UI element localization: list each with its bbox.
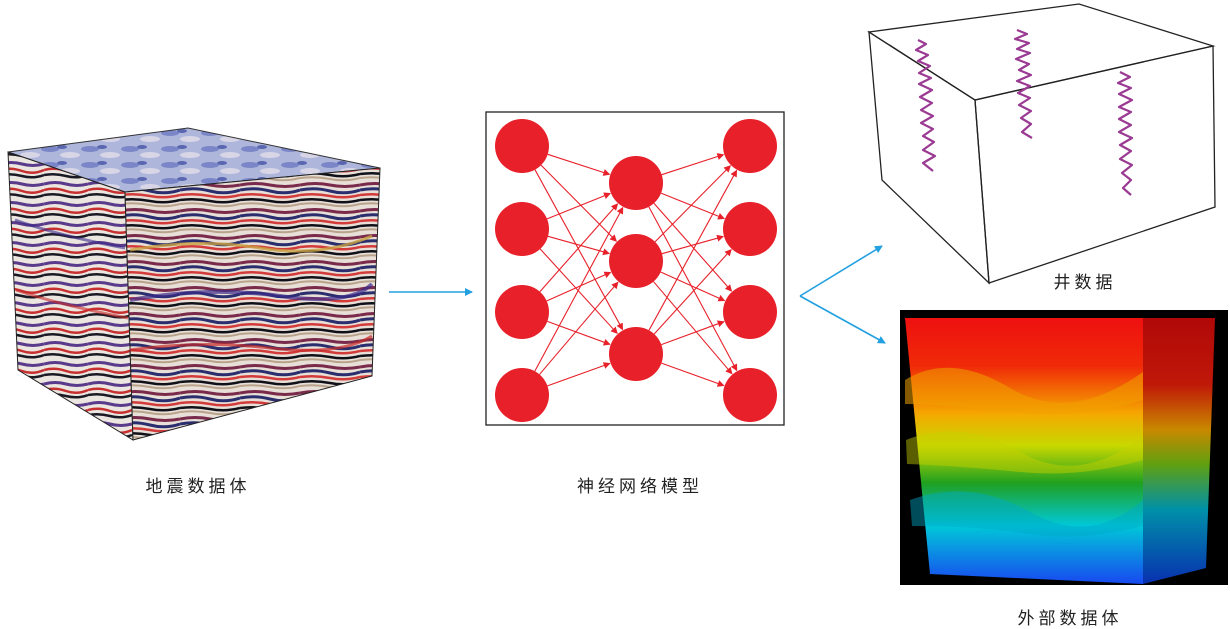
- nn-edge-l0-0-2: [534, 169, 624, 331]
- arrow-nn-to-well: [799, 245, 883, 297]
- external-data-caption: 外部数据体: [1017, 609, 1123, 629]
- seismic-caption: 地震数据体: [145, 477, 251, 497]
- seismic-front-face: [7, 151, 134, 441]
- well-log-1: [914, 39, 937, 172]
- seismic-side-face: [124, 167, 381, 441]
- nn-edge-l0-2-0: [539, 203, 619, 293]
- nn-edge-l1-2-3: [661, 362, 725, 387]
- nn-edge-l0-1-2: [539, 248, 618, 335]
- neural-network-caption: 神经网络模型: [577, 477, 703, 497]
- nn-edge-l0-0-1: [540, 164, 617, 242]
- nn-edge-l0-1-0: [546, 192, 611, 220]
- nn-edge-l1-0-0: [661, 153, 725, 176]
- neural-network-edges: [534, 153, 738, 387]
- nn-edge-l1-1-1: [661, 234, 725, 255]
- nn-node-input-3: [495, 285, 549, 339]
- nn-edge-l1-2-0: [648, 169, 738, 331]
- nn-edge-l0-2-1: [546, 271, 612, 302]
- nn-edge-l0-3-0: [534, 206, 624, 372]
- arrow-nn-to-external: [799, 295, 886, 344]
- well-log-3: [1116, 71, 1134, 196]
- external-cube-side-face: [1143, 318, 1215, 584]
- well-box-right: [974, 45, 1216, 284]
- well-box-left: [868, 30, 990, 285]
- nn-node-input-4: [495, 368, 549, 422]
- nn-edge-l0-2-2: [547, 320, 611, 346]
- external-data-cube: [900, 310, 1228, 585]
- nn-node-input-1: [495, 119, 549, 173]
- well-data-caption: 井数据: [1053, 273, 1117, 293]
- nn-edge-l1-0-1: [660, 192, 725, 220]
- well-log-2: [1013, 28, 1033, 139]
- nn-node-hidden-1: [609, 156, 663, 210]
- nn-edge-l1-0-2: [653, 202, 733, 292]
- nn-edge-l1-1-0: [654, 165, 731, 243]
- nn-edge-l0-3-2: [547, 362, 611, 387]
- nn-node-input-2: [495, 202, 549, 256]
- nn-node-output-3: [723, 285, 777, 339]
- nn-node-hidden-2: [609, 234, 663, 288]
- nn-edge-l0-1-1: [547, 235, 611, 256]
- nn-node-output-2: [723, 202, 777, 256]
- nn-node-hidden-3: [609, 327, 663, 381]
- nn-node-output-4: [723, 368, 777, 422]
- seismic-cube: [7, 127, 381, 441]
- nn-edge-l1-1-2: [660, 271, 726, 302]
- nn-node-output-1: [723, 119, 777, 173]
- nn-edge-l0-3-1: [539, 281, 619, 375]
- nn-edge-l1-2-2: [661, 320, 725, 346]
- nn-edge-l0-0-0: [547, 153, 611, 176]
- nn-edge-l1-2-1: [653, 248, 732, 335]
- neural-network-nodes: [495, 119, 777, 422]
- nn-edge-l1-1-3: [653, 281, 733, 375]
- well-data-box: [867, 3, 1216, 285]
